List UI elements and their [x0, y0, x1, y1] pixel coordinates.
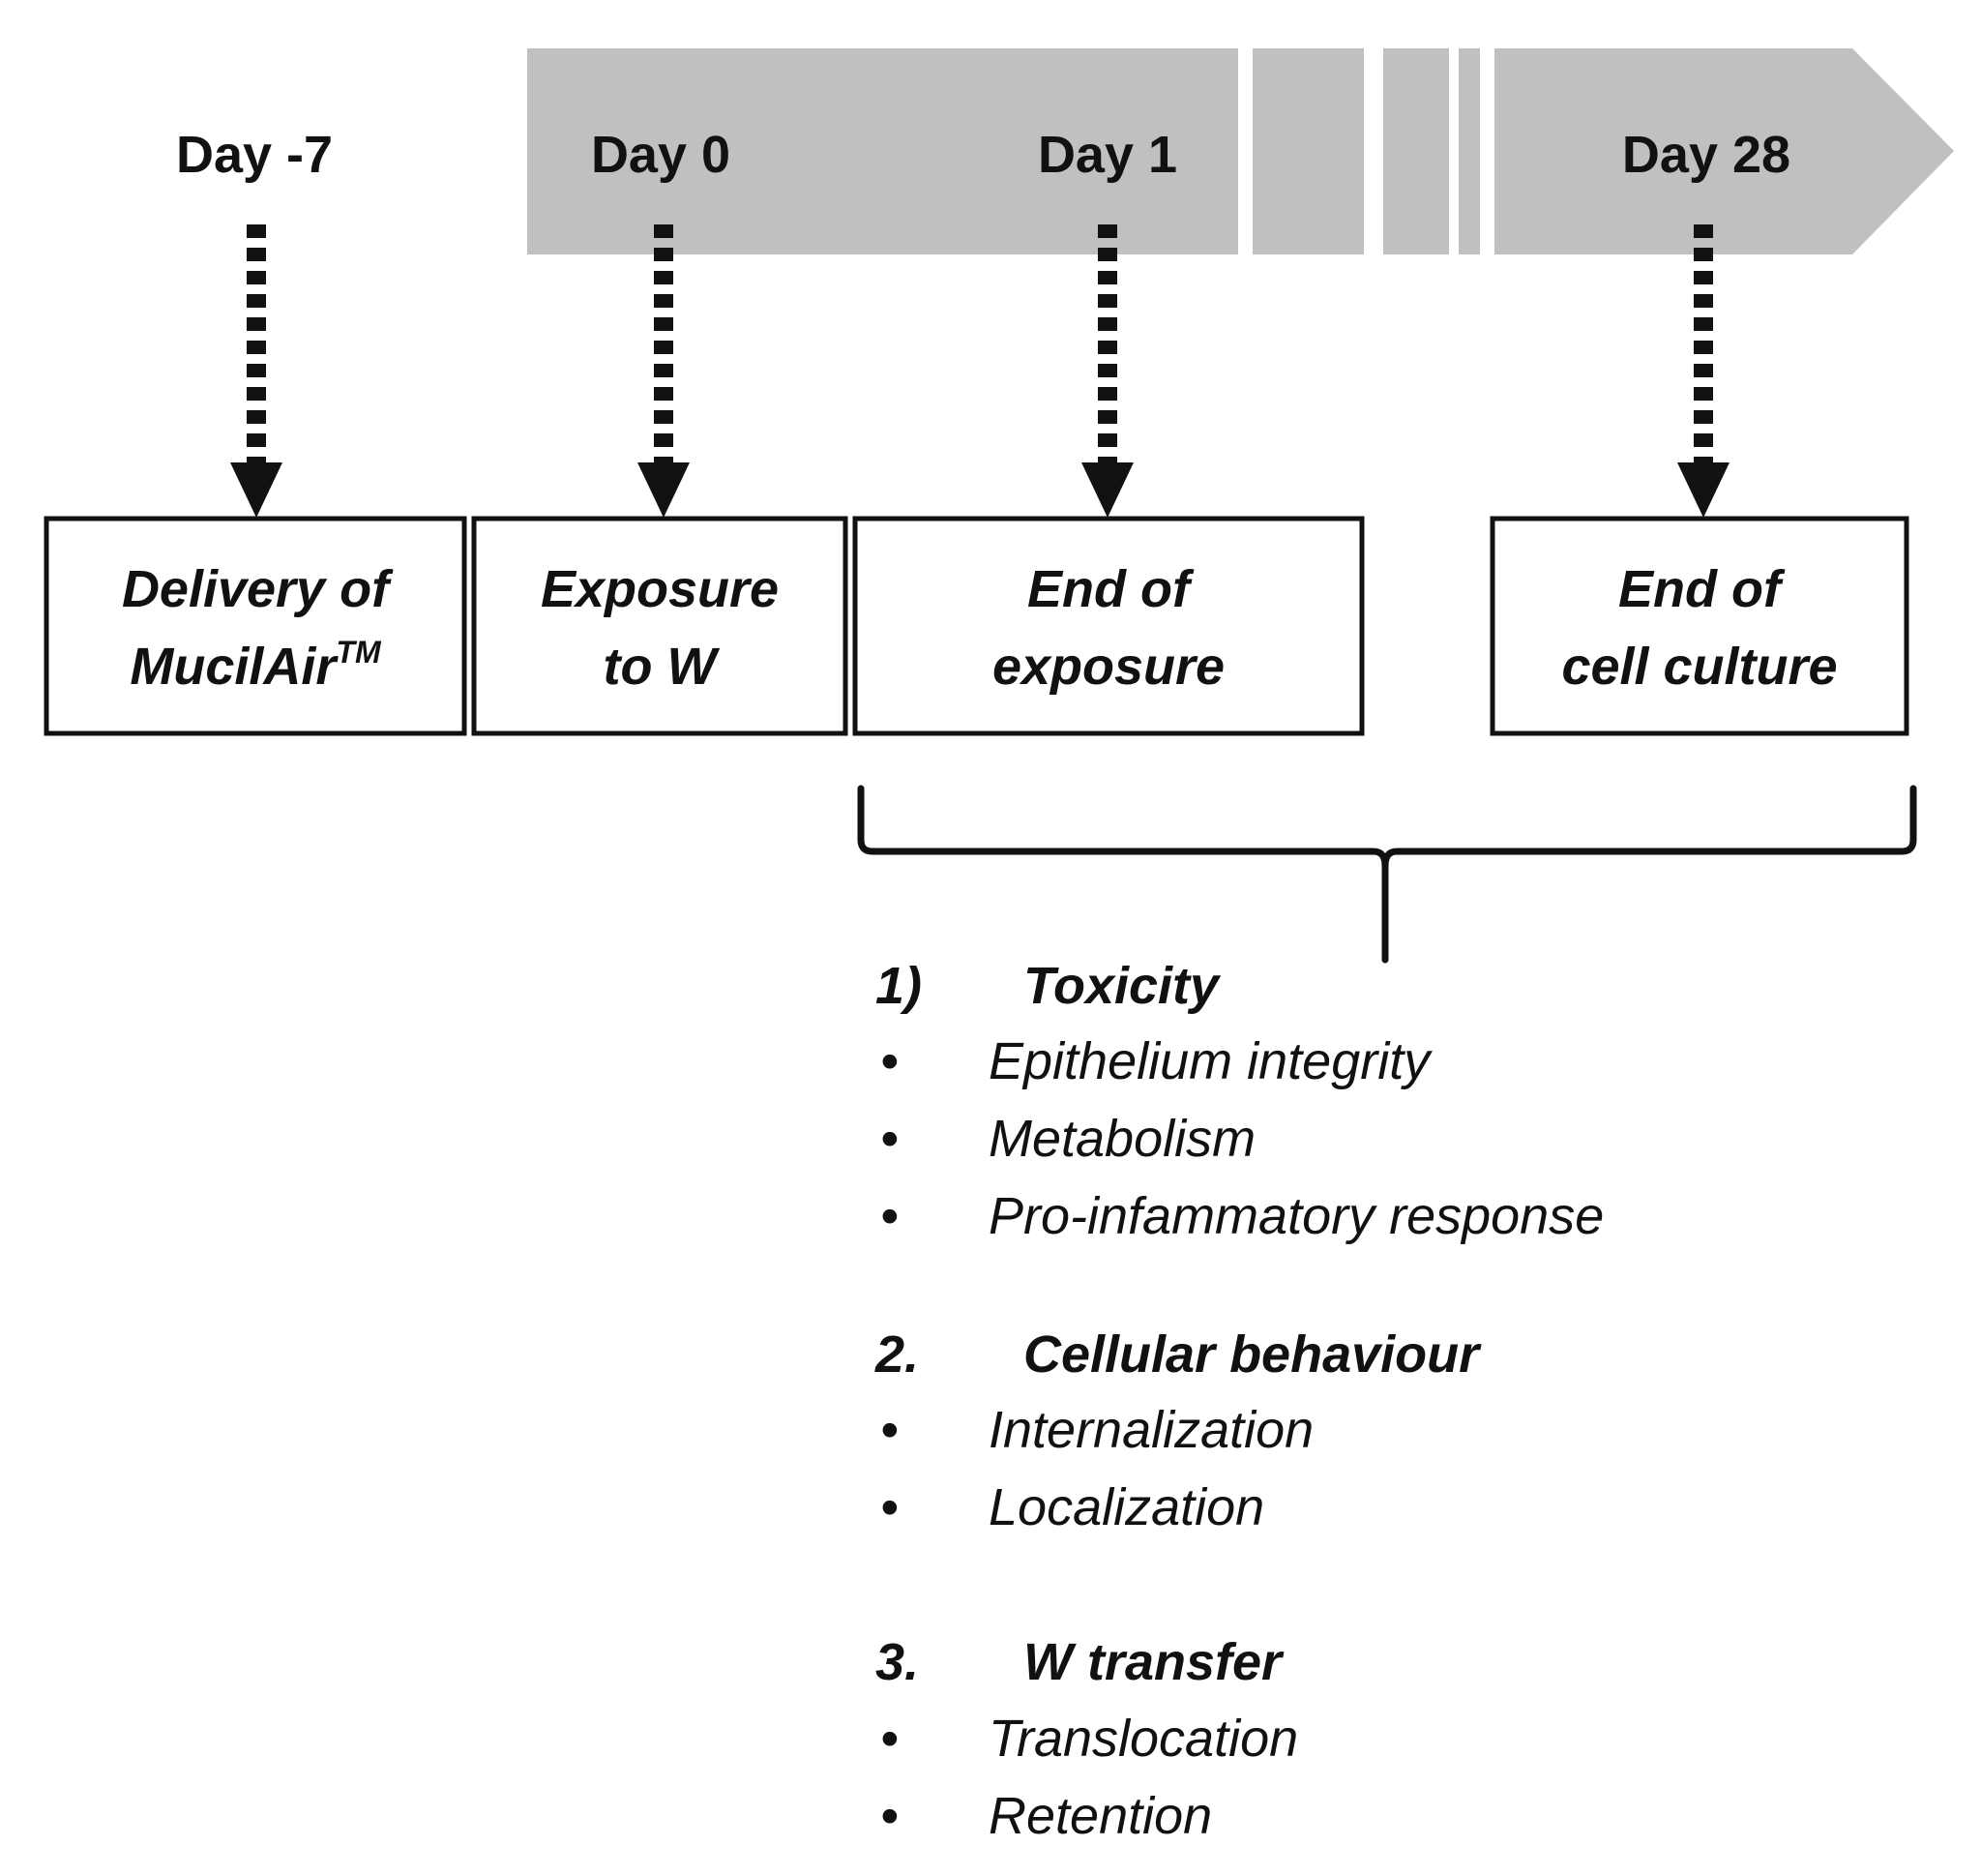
- box-end-of-cell-culture-line1: End of: [1618, 560, 1786, 618]
- section-cellular-behaviour: 2. Cellular behaviour • Internalization …: [874, 1325, 1482, 1536]
- curly-brace: [857, 785, 1917, 964]
- box-end-of-exposure-line2: exposure: [992, 638, 1225, 696]
- dotted-arrow-1: [230, 224, 282, 518]
- item-epithelium-integrity: Epithelium integrity: [989, 1032, 1433, 1090]
- timeline-band: [527, 48, 1954, 254]
- bullet-3-2: •: [880, 1787, 899, 1845]
- box-delivery-line2: MucilAirTM: [130, 635, 382, 696]
- timeline-segment-4: [1459, 48, 1480, 254]
- timeline-segment-3: [1383, 48, 1449, 254]
- box-exposure-line2: to W: [604, 638, 721, 696]
- item-pro-inflammatory-response: Pro-infammatory response: [989, 1187, 1604, 1245]
- bullet-2-1: •: [880, 1401, 899, 1459]
- section-1-number: 1): [875, 957, 922, 1015]
- item-localization: Localization: [989, 1478, 1264, 1536]
- dotted-arrow-2: [637, 224, 690, 518]
- section-2-number: 2.: [874, 1325, 919, 1384]
- day-label-0: Day 0: [591, 126, 730, 184]
- box-exposure: Exposure to W: [471, 516, 848, 736]
- dotted-arrow-4: [1677, 224, 1730, 518]
- timeline-segment-1: [527, 48, 1238, 254]
- timeline-segment-2: [1253, 48, 1364, 254]
- section-3-title: W transfer: [1023, 1633, 1285, 1691]
- day-label-minus-7: Day -7: [176, 126, 333, 184]
- box-end-of-exposure-line1: End of: [1027, 560, 1195, 618]
- item-translocation: Translocation: [989, 1710, 1298, 1768]
- bullet-1-2: •: [880, 1110, 899, 1168]
- section-toxicity: 1) Toxicity • Epithelium integrity • Met…: [875, 957, 1604, 1245]
- box-delivery-line1: Delivery of: [122, 560, 394, 618]
- box-end-of-cell-culture: End of cell culture: [1490, 516, 1909, 736]
- bullet-3-1: •: [880, 1710, 899, 1768]
- item-internalization: Internalization: [989, 1401, 1314, 1459]
- bullet-1-1: •: [880, 1032, 899, 1090]
- item-metabolism: Metabolism: [989, 1110, 1256, 1168]
- timeline-arrow-tip: [1494, 48, 1954, 254]
- section-1-title: Toxicity: [1023, 957, 1222, 1015]
- bullet-1-3: •: [880, 1187, 899, 1245]
- section-w-transfer: 3. W transfer • Translocation • Retentio…: [875, 1633, 1298, 1845]
- box-delivery: Delivery of MucilAirTM: [44, 516, 467, 736]
- section-2-title: Cellular behaviour: [1023, 1325, 1482, 1384]
- day-label-28: Day 28: [1622, 126, 1790, 184]
- box-end-of-cell-culture-line2: cell culture: [1561, 638, 1837, 696]
- bullet-2-2: •: [880, 1478, 899, 1536]
- item-retention: Retention: [989, 1787, 1212, 1845]
- section-3-number: 3.: [875, 1633, 919, 1691]
- dotted-arrow-3: [1081, 224, 1134, 518]
- day-label-1: Day 1: [1038, 126, 1177, 184]
- box-end-of-exposure: End of exposure: [852, 516, 1365, 736]
- box-exposure-line1: Exposure: [541, 560, 779, 618]
